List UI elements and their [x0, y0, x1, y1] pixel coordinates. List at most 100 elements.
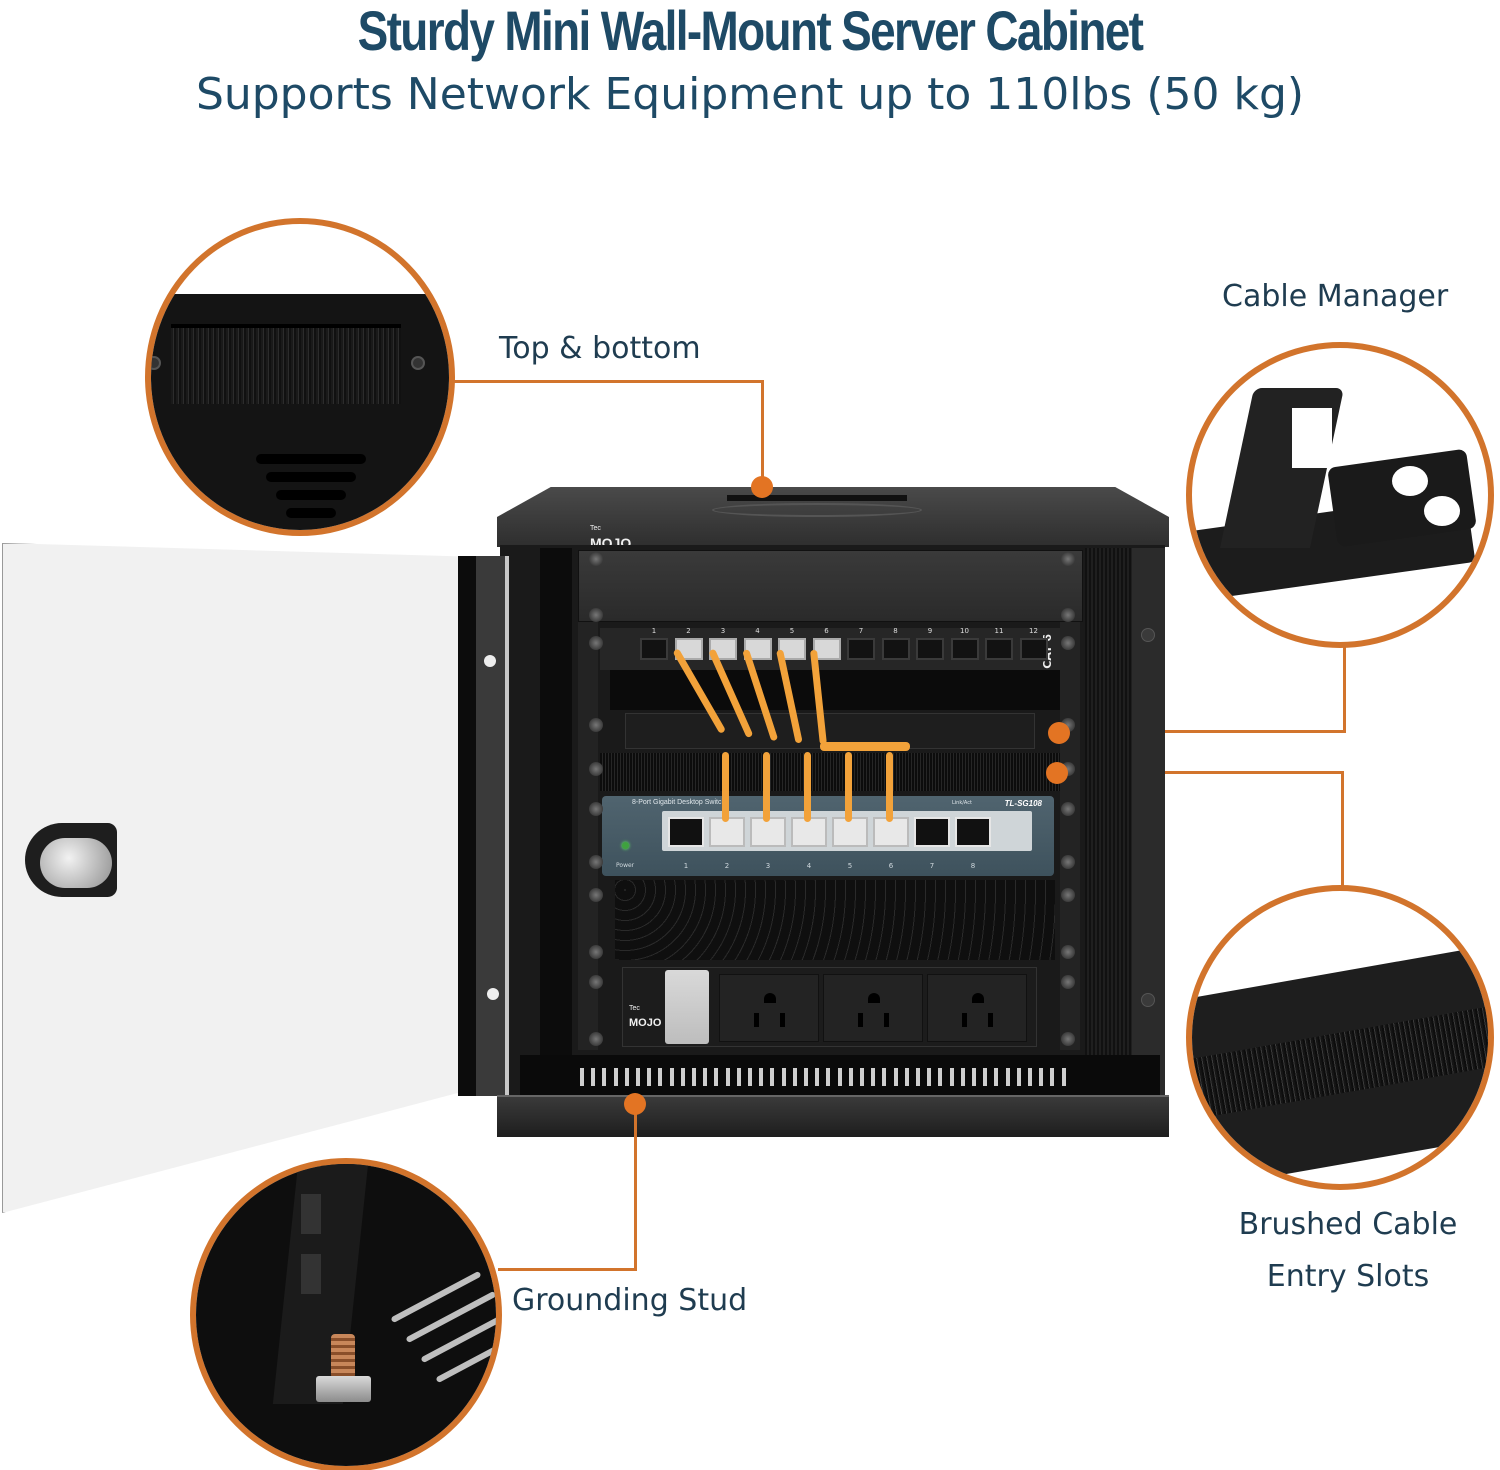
switch-port-bay: [662, 811, 1032, 851]
floor-vent-slot: [815, 1068, 820, 1086]
patch-port[interactable]: [950, 638, 979, 660]
floor-vent-slot: [680, 1068, 685, 1086]
patch-port-number: 7: [858, 627, 864, 635]
rack-screw-icon: [589, 636, 603, 650]
patch-port[interactable]: [881, 638, 910, 660]
floor-vent-slot: [848, 1068, 853, 1086]
floor-vent-slot: [871, 1068, 876, 1086]
floor-vent-slot: [602, 1068, 607, 1086]
patch-cable: [804, 752, 811, 822]
floor-vent-slot: [1028, 1068, 1032, 1086]
power-outlet[interactable]: [719, 974, 819, 1042]
hinge-pin: [484, 655, 496, 667]
cable-manager-detail-image: [1186, 342, 1494, 648]
floor-vent-slot: [860, 1068, 864, 1086]
switch-port[interactable]: [668, 817, 704, 847]
switch-port[interactable]: [914, 817, 950, 847]
callout-line: [452, 380, 763, 383]
patch-cable: [763, 752, 770, 822]
power-outlet[interactable]: [823, 974, 923, 1042]
floor-vent-slot: [591, 1068, 596, 1086]
cabinet-left-side: [540, 548, 572, 1103]
brand-small: Tec: [590, 525, 601, 532]
patch-port[interactable]: [640, 638, 668, 660]
callout-line: [1341, 771, 1344, 887]
outlet-slot: [858, 1013, 863, 1027]
label-brushed-line2: Entry Slots: [1266, 1259, 1430, 1294]
patch-port[interactable]: [916, 638, 944, 660]
power-outlet[interactable]: [927, 974, 1027, 1042]
rack-screw-icon: [1061, 636, 1075, 650]
rack-screw-icon: [1061, 802, 1075, 816]
switch-port-number: 5: [847, 862, 853, 870]
top-vent: [712, 503, 922, 517]
rack-screw-icon: [589, 718, 603, 732]
vent-slot: [276, 490, 346, 500]
patch-port[interactable]: [847, 638, 875, 660]
floor-vent-slot: [1050, 1068, 1055, 1086]
callout-line: [761, 380, 764, 486]
floor-vent-slot: [770, 1068, 775, 1086]
floor-vent-slot: [882, 1068, 887, 1086]
rack-screw-icon: [589, 975, 603, 989]
floor-vent-slot: [748, 1068, 752, 1086]
switch-title: 8-Port Gigabit Desktop Switch: [632, 799, 726, 806]
callout-line: [1058, 771, 1344, 774]
grounding-stud: [331, 1334, 355, 1379]
switch-port[interactable]: [955, 817, 991, 847]
rack-screw-icon: [1061, 945, 1075, 959]
patch-port[interactable]: [985, 638, 1013, 660]
rail-hole: [301, 1254, 321, 1294]
screw-icon: [151, 356, 161, 370]
page-subtitle: Supports Network Equipment up to 110lbs …: [195, 69, 1305, 120]
outlet-slot: [972, 993, 984, 1003]
floor-vent-slot: [792, 1068, 797, 1086]
floor-vent-slot: [647, 1068, 652, 1086]
switch-linkact: Link/Act: [952, 800, 972, 806]
callout-dot: [751, 476, 773, 498]
rack-screw-icon: [1061, 975, 1075, 989]
bolt-icon: [1141, 993, 1155, 1007]
cable-bundle: [820, 742, 910, 751]
outlet-slot: [884, 1013, 889, 1027]
grounding-stud-detail-image: [190, 1158, 502, 1470]
patch-port[interactable]: [1019, 638, 1048, 660]
switch-power-label: Power: [616, 862, 635, 869]
top-bottom-detail-image: [145, 218, 455, 536]
patch-port[interactable]: [778, 638, 806, 660]
outlet-slot: [764, 993, 776, 1003]
outlet-slot: [868, 993, 880, 1003]
manager-hole: [1392, 466, 1428, 496]
switch-port[interactable]: [750, 817, 786, 847]
patch-port[interactable]: [812, 638, 841, 660]
patch-port-number: 1: [651, 627, 657, 635]
floor-vent-slot: [904, 1068, 909, 1086]
patch-port-number: 2: [686, 627, 691, 635]
floor-vent-slot: [972, 1068, 976, 1086]
switch-port[interactable]: [709, 817, 745, 847]
screw-icon: [411, 356, 425, 370]
rack-screw-icon: [589, 888, 603, 902]
rack-rail-left: [578, 550, 598, 1050]
patch-port-number: 5: [789, 627, 795, 635]
pdu-power-switch[interactable]: [665, 970, 709, 1044]
rack-rail-right: [1060, 550, 1080, 1050]
rack-screw-icon: [589, 855, 603, 869]
brushed-slots-detail-image: [1186, 885, 1494, 1190]
patch-cable: [722, 752, 729, 822]
floor-vent-slot: [669, 1068, 674, 1086]
floor-vent-slot: [703, 1068, 708, 1086]
cabinet-top: [497, 487, 1169, 547]
callout-dot: [624, 1093, 646, 1115]
callout-dot: [1048, 722, 1070, 744]
outlet-slot: [962, 1013, 967, 1027]
switch-model: TL-SG108: [1004, 799, 1042, 808]
rack-screw-icon: [589, 945, 603, 959]
floor-vent-slot: [714, 1068, 719, 1086]
rack-screw-icon: [589, 608, 603, 622]
floor-vent-slot: [624, 1068, 629, 1086]
floor-vent-slot: [1039, 1068, 1044, 1086]
switch-port-number: 2: [724, 862, 730, 870]
rack-screw-icon: [1061, 888, 1075, 902]
